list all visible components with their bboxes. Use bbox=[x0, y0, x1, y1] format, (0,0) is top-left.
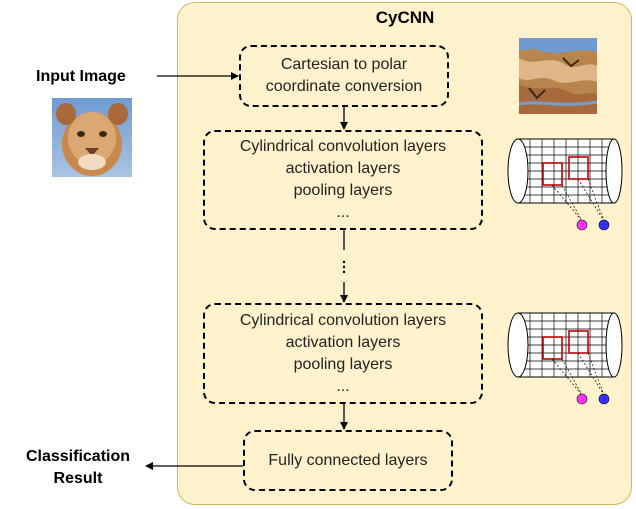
neuron-node-pink-1 bbox=[576, 219, 588, 231]
filter-box-2b bbox=[568, 330, 589, 354]
neuron-node-blue-1 bbox=[598, 219, 610, 231]
block2-pooling-label: pooling layers bbox=[293, 355, 393, 373]
fully-connected-label: Fully connected layers bbox=[268, 451, 428, 469]
polar-conversion-line2: coordinate conversion bbox=[265, 78, 423, 95]
classification-result-label: Classification Result bbox=[12, 446, 144, 490]
filter-box-2a bbox=[542, 336, 563, 360]
neuron-node-blue-2 bbox=[598, 393, 610, 405]
filter-box-1b bbox=[568, 156, 589, 180]
cylindrical-block-1: Cylindrical convolution layers activatio… bbox=[203, 130, 483, 230]
polar-lion-image bbox=[519, 38, 597, 114]
ellipsis-dot-1 bbox=[342, 260, 346, 264]
polar-conversion-line1: Cartesian to polar bbox=[280, 56, 408, 73]
cycnn-title: CyCNN bbox=[375, 8, 435, 27]
input-image-label: Input Image bbox=[36, 68, 126, 85]
cylinder-grid-icon bbox=[507, 138, 623, 231]
block2-ellipsis: ... bbox=[336, 377, 350, 395]
cylindrical-block-2: Cylindrical convolution layers activatio… bbox=[203, 303, 483, 404]
block2-activation-label: activation layers bbox=[285, 333, 401, 351]
neuron-node-pink-2 bbox=[576, 393, 588, 405]
ellipsis-dot-3 bbox=[342, 270, 346, 274]
lion-image bbox=[52, 98, 132, 177]
fully-connected-box: Fully connected layers bbox=[243, 430, 453, 491]
block1-ellipsis: ... bbox=[336, 204, 350, 221]
ellipsis-dot-2 bbox=[342, 265, 346, 269]
classification-result-label-line1: Classification bbox=[25, 448, 131, 465]
block1-activation-label: activation layers bbox=[285, 160, 401, 177]
block1-pooling-label: pooling layers bbox=[293, 182, 393, 199]
filter-box-1a bbox=[542, 162, 563, 186]
classification-result-label-line2: Result bbox=[53, 470, 103, 487]
polar-conversion-box: Cartesian to polar coordinate conversion bbox=[239, 45, 449, 107]
cylinder-grid-icon bbox=[507, 312, 623, 405]
block2-conv-label: Cylindrical convolution layers bbox=[239, 311, 447, 329]
block1-conv-label: Cylindrical convolution layers bbox=[239, 138, 447, 155]
